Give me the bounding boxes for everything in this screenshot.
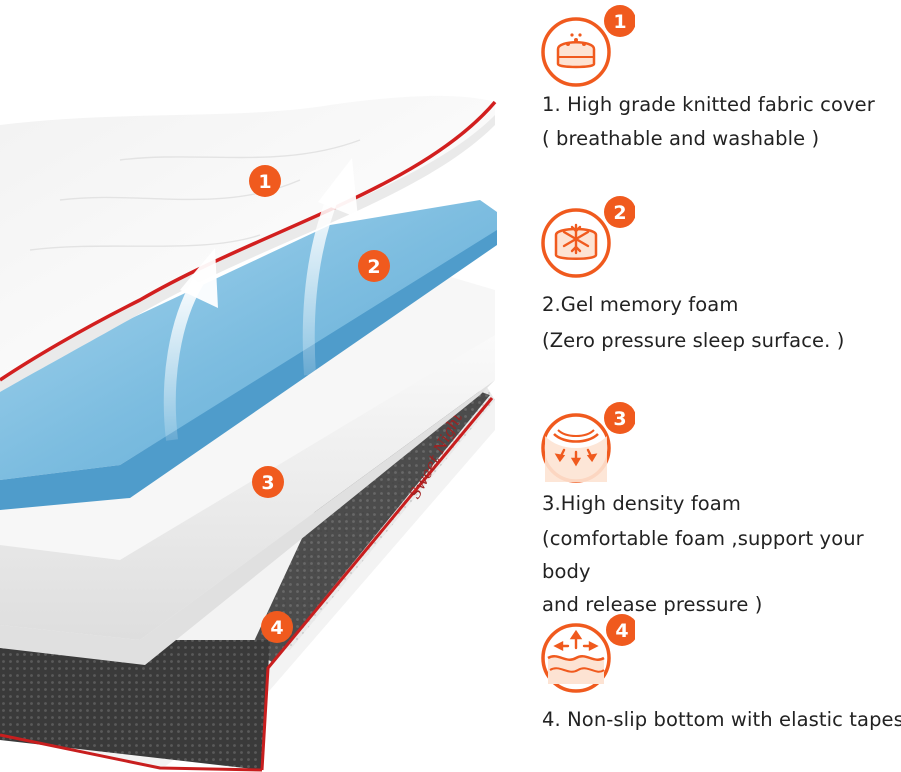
feature-title: 4. Non-slip bottom with elastic tapes: [542, 708, 901, 731]
feature-item-2: 2 2.Gel memory foam (Zero pressure sleep…: [530, 195, 901, 365]
snowflake-gel-icon: 2: [540, 195, 635, 285]
feature-title: 3.High density foam: [542, 492, 741, 515]
layer-badge-1: 1: [249, 165, 281, 197]
layer-badge-3: 3: [252, 466, 284, 498]
pressure-relief-icon: 3: [540, 400, 635, 490]
feature-item-3: 3 3.High density foam (comfortable foam …: [530, 400, 901, 616]
layer-badge-2: 2: [358, 250, 390, 282]
svg-text:2: 2: [613, 202, 626, 224]
feature-item-1: 1 1. High grade knitted fabric cover ( b…: [530, 2, 901, 162]
feature-item-4: 4 4. Non-slip bottom with elastic tapes: [530, 612, 901, 762]
feature-title: 1. High grade knitted fabric cover: [542, 93, 875, 116]
svg-text:3: 3: [261, 472, 274, 494]
cover-layer: [0, 95, 497, 392]
elastic-base-icon: 4: [540, 612, 635, 702]
svg-text:1: 1: [258, 171, 271, 193]
feature-description: (Zero pressure sleep surface. ): [542, 329, 845, 352]
svg-text:4: 4: [615, 620, 628, 642]
feature-description: ( breathable and washable ): [542, 127, 820, 150]
svg-text:3: 3: [613, 408, 626, 430]
arrow-up-icon: [180, 248, 218, 308]
svg-text:1: 1: [613, 11, 626, 33]
layer-badge-4: 4: [261, 611, 293, 643]
svg-text:4: 4: [270, 617, 283, 639]
feature-description: (comfortable foam ,support your body and…: [542, 527, 864, 616]
feature-title: 2.Gel memory foam: [542, 293, 739, 316]
mattress-layers-illustration: Sweet Night 1 2 3 4: [0, 95, 497, 772]
breathable-fabric-icon: 1: [540, 2, 635, 92]
svg-text:2: 2: [367, 256, 380, 278]
airflow-arrows: [163, 158, 358, 441]
arrow-up-icon: [318, 158, 358, 218]
